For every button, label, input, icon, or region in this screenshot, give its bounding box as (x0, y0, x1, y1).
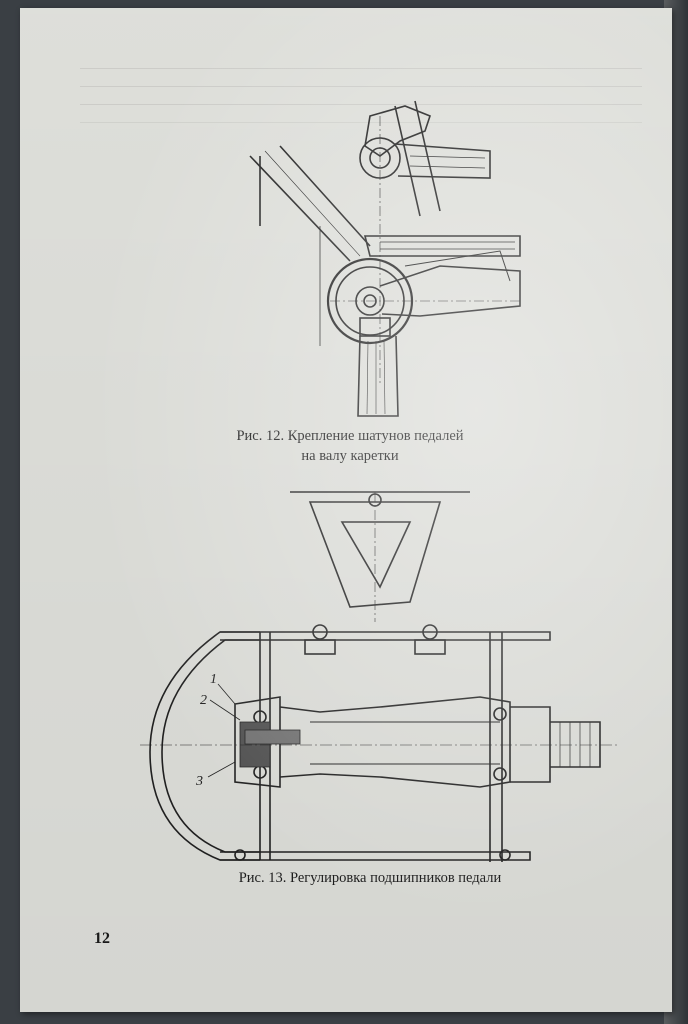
figure-12-caption: Рис. 12. Крепление шатунов педалей на ва… (170, 426, 530, 466)
show-through-text (80, 68, 642, 140)
figure-13-caption-text: Рис. 13. Регулировка подшипников педали (238, 870, 502, 886)
figure-12-drawing (220, 86, 540, 426)
figure-13-drawing: 1 2 3 (110, 482, 630, 882)
figure-12-caption-line2: на валу каретки (301, 448, 399, 464)
callout-label-1: 1 (210, 672, 217, 687)
book-page: Рис. 12. Крепление шатунов педалей на ва… (20, 8, 672, 1012)
page-number: 12 (94, 930, 110, 947)
callout-label-2: 2 (200, 693, 207, 708)
figure-13-caption: Рис. 13. Регулировка подшипников педали (170, 868, 570, 888)
callout-label-3: 3 (195, 774, 203, 789)
figure-12-caption-line1: Рис. 12. Крепление шатунов педалей (236, 428, 464, 444)
